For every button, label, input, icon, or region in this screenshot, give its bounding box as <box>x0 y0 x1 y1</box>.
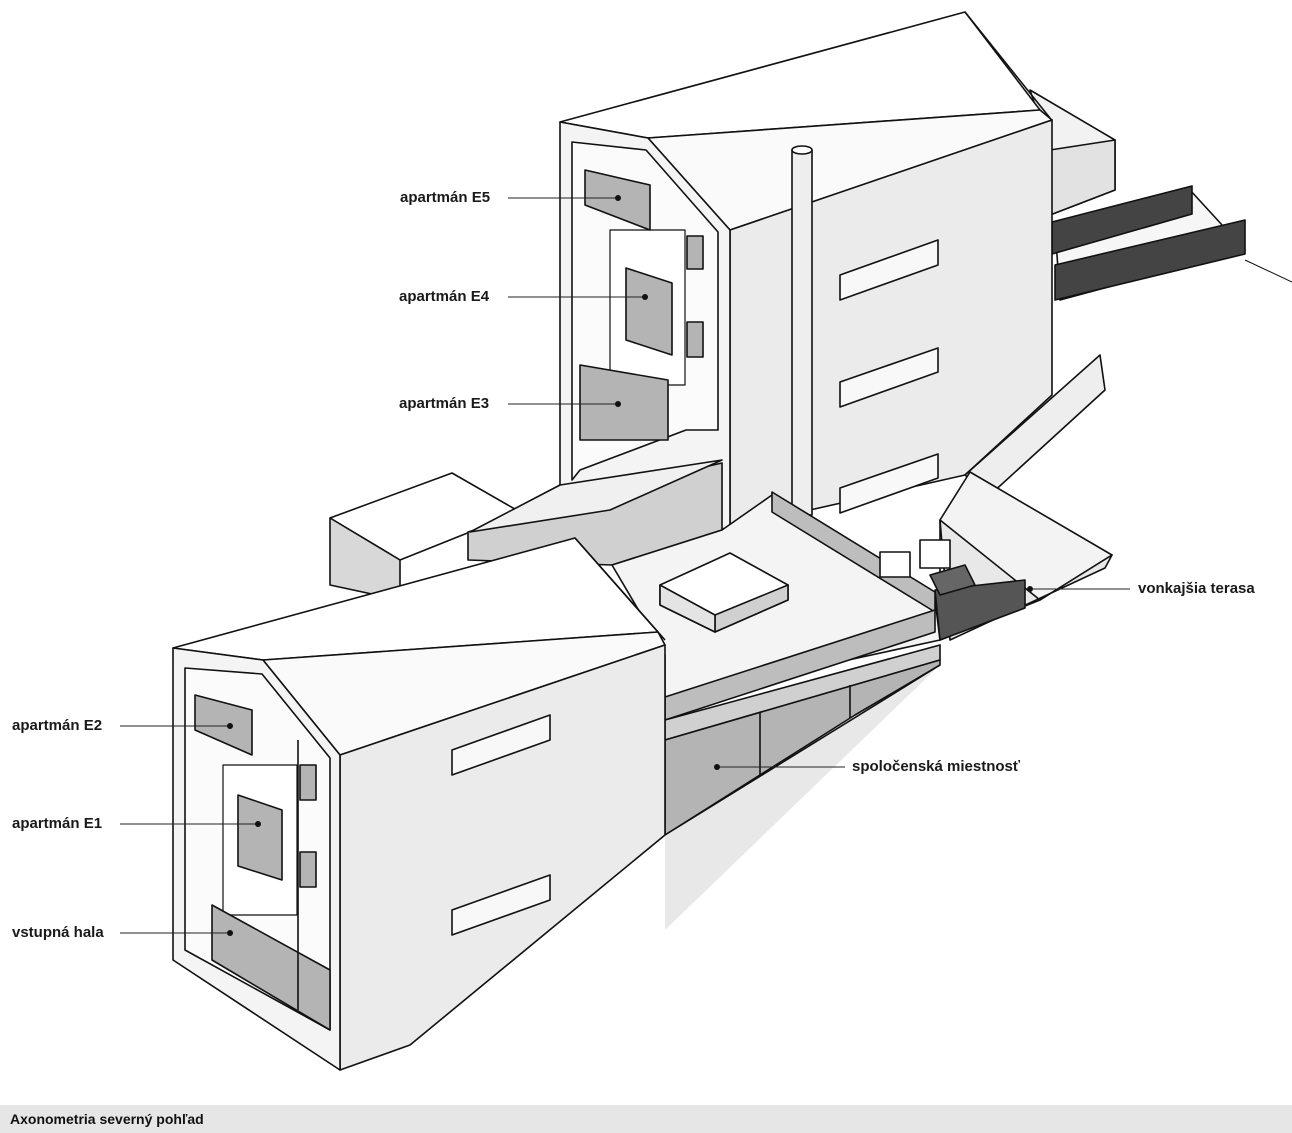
south-tower <box>172 537 666 1071</box>
link-block <box>329 459 723 601</box>
label-spolocenska-miestnost: spoločenská miestnosť <box>852 758 1021 775</box>
figure-caption: Axonometria severný pohľad <box>10 1111 204 1127</box>
terrace-wing <box>879 354 1113 641</box>
caption-bar: Axonometria severný pohľad <box>0 1105 1292 1133</box>
axonometric-drawing <box>120 11 1292 1071</box>
label-vstupna-hala: vstupná hala <box>12 924 104 941</box>
social-room <box>664 644 941 930</box>
leader-dots <box>227 195 1033 936</box>
label-apartman-e4: apartmán E4 <box>399 288 490 305</box>
label-apartman-e1: apartmán E1 <box>12 815 103 832</box>
label-apartman-e5: apartmán E5 <box>400 189 491 206</box>
leader-lines <box>120 197 1130 934</box>
label-vonkajsia-terasa: vonkajšia terasa <box>1138 580 1255 597</box>
label-apartman-e2: apartmán E2 <box>12 717 103 734</box>
label-apartman-e3: apartmán E3 <box>399 395 490 412</box>
north-tower <box>559 11 1053 531</box>
